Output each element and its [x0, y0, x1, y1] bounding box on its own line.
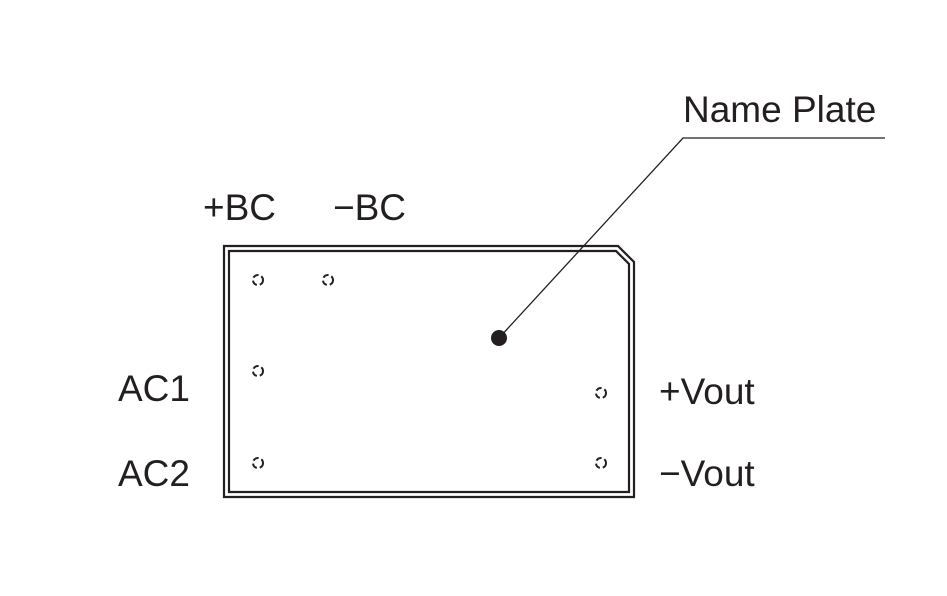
minus-bc-label: −BC: [333, 187, 406, 228]
pin-plus-bc: [252, 274, 264, 286]
pin-plus-vout: [595, 387, 607, 399]
ac2-label: AC2: [118, 453, 190, 494]
pin-ac1: [252, 365, 264, 377]
plus-bc-label: +BC: [203, 187, 276, 228]
ac1-label: AC1: [118, 368, 190, 409]
name-plate-label: Name Plate: [683, 89, 876, 130]
minus-vout-label: −Vout: [659, 453, 755, 494]
name-plate-dot: [491, 330, 507, 346]
pin-minus-bc: [322, 274, 334, 286]
pin-minus-vout: [595, 457, 607, 469]
module-outline-outer: [222, 244, 636, 499]
plus-vout-label: +Vout: [659, 371, 755, 412]
module-outline-inner: [227, 249, 631, 494]
pin-ac2: [252, 457, 264, 469]
name-plate-leader-line: [498, 137, 885, 339]
